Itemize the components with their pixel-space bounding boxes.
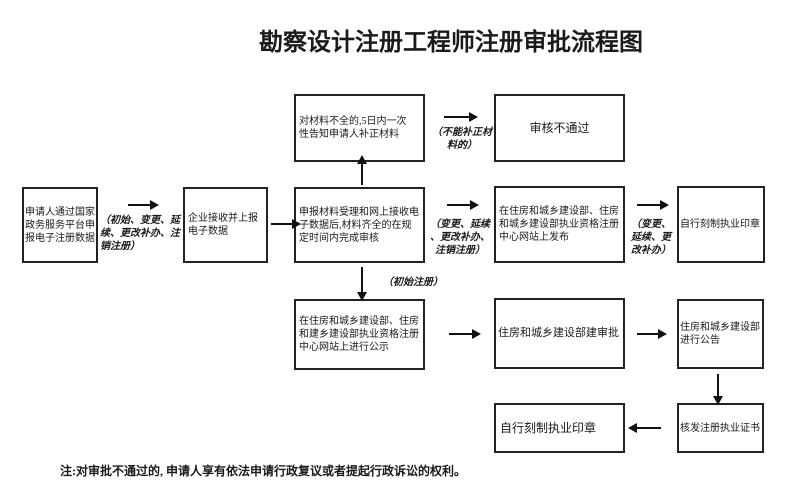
arrow-right-icon xyxy=(128,204,150,206)
flow-node-publicity: 在住房和城乡建设部、住房 和建乡建设部执业资格注册 中心网站上进行公示 xyxy=(294,299,425,370)
flow-node-mohurd-approval: 住房和城乡建设部建审批 xyxy=(494,298,625,369)
flow-node-announcement: 住房和城乡建设部 进行公告 xyxy=(677,299,764,369)
arrow-up-icon xyxy=(361,164,363,185)
arrow-right-icon xyxy=(444,116,469,118)
arrow-right-icon xyxy=(449,333,472,335)
flow-node-seal-initial: 自行刻制执业印章 xyxy=(494,403,625,453)
page-title: 勘察设计注册工程师注册审批流程图 xyxy=(259,30,643,56)
flow-node-publish-website: 在住房和城乡建设部、住房 和城乡建设部执业资格注册 中心网站上发布 xyxy=(494,186,625,263)
flow-node-seal-change: 自行刻制执业印章 xyxy=(677,186,765,263)
flow-node-supplement-notice: 对材料不全的,5日内一次 性告知申请人补正材料 xyxy=(294,94,425,162)
arrow-right-icon xyxy=(637,204,660,206)
arrow-down-icon xyxy=(717,374,719,396)
flow-node-enterprise: 企业接收并上报 电子数据 xyxy=(183,187,268,263)
flow-node-applicant: 申请人通过国家 政务服务平台申 报电子注册数据 xyxy=(22,187,98,263)
edge-label-change-types-short: （变更、 延续、更 改补办） xyxy=(631,219,671,256)
flow-node-review-fail: 审核不通过 xyxy=(494,94,625,162)
edge-label-register-types: （初始、变更、延 续、更改补办、注 销注册） xyxy=(100,215,180,252)
arrow-right-icon xyxy=(271,223,292,225)
arrow-right-icon xyxy=(637,333,658,335)
edge-label-cannot-supplement: （不能补正材 料的） xyxy=(432,127,492,151)
edge-label-initial-register: （初始注册） xyxy=(383,277,443,288)
arrow-right-icon xyxy=(447,204,470,206)
arrow-down-icon xyxy=(361,267,363,292)
flow-node-acceptance-review: 申报材料受理和网上接收电 子数据后,材料齐全的在规 定时间内完成审核 xyxy=(294,187,425,263)
footnote: 注:对审批不通过的, 申请人享有依法申请行政复议或者提起行政诉讼的权利。 xyxy=(60,464,466,478)
edge-label-change-types: （变更、延续 、更改补办、 注销注册） xyxy=(430,219,490,256)
arrow-left-icon xyxy=(637,427,661,429)
flow-node-certificate: 核发注册执业证书 xyxy=(677,403,764,453)
